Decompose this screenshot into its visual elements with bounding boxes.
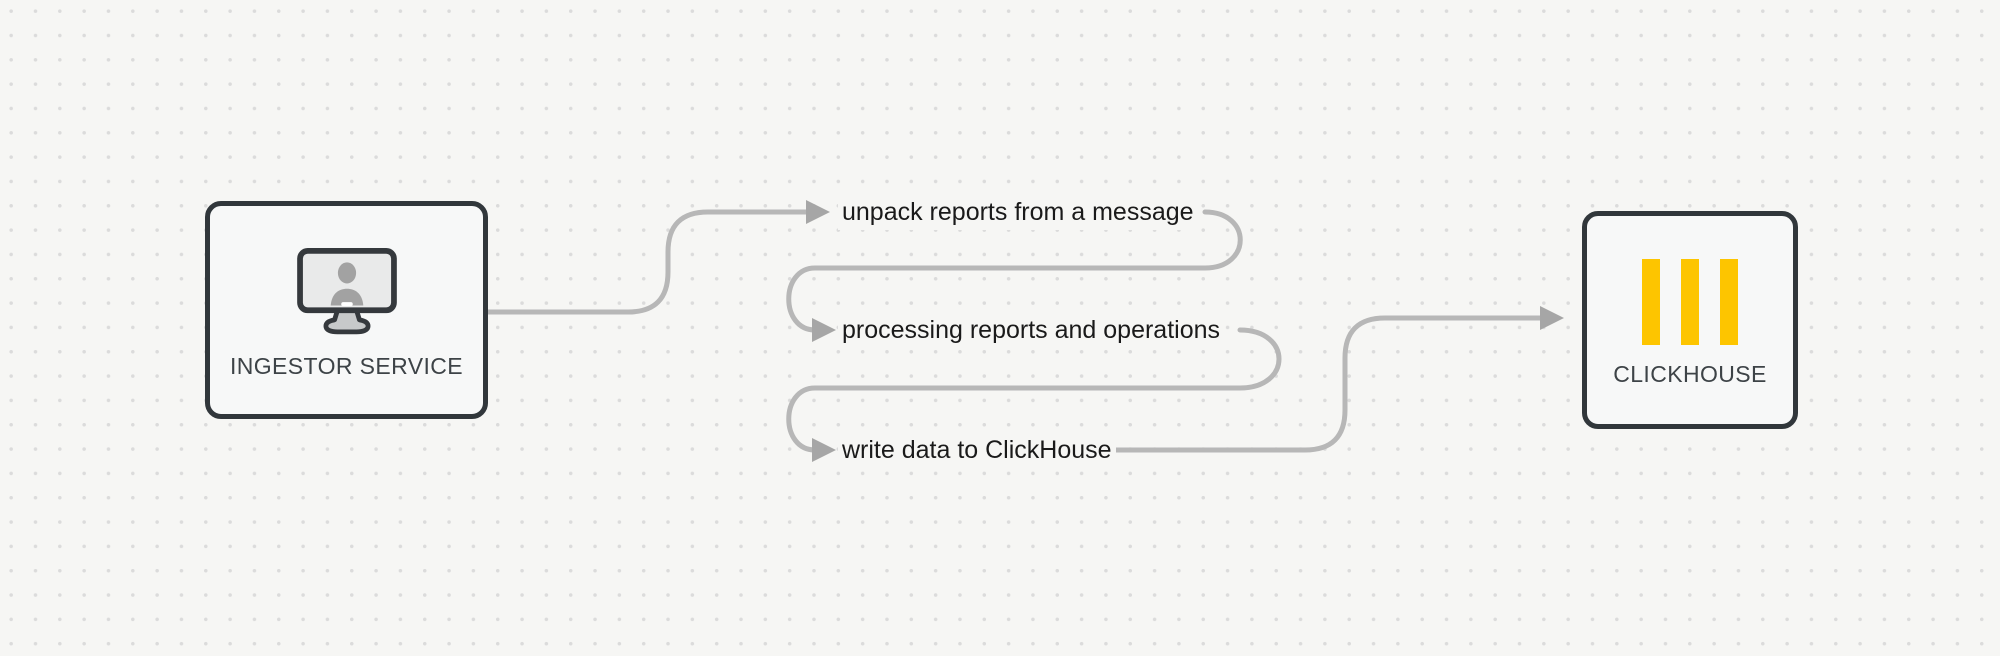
node-clickhouse[interactable]: CLICKHOUSE: [1582, 211, 1798, 429]
connector-step1-to-step2: [786, 209, 1243, 333]
node-label-clickhouse: CLICKHOUSE: [1613, 360, 1767, 387]
clickhouse-bar: [1720, 258, 1738, 345]
arrowhead-icon-step3: [812, 438, 836, 462]
node-label-ingestor: INGESTOR SERVICE: [229, 353, 464, 379]
clickhouse-bars-icon: [1642, 258, 1738, 345]
node-ingestor-service[interactable]: INGESTOR SERVICE: [205, 201, 488, 419]
monitor-user-icon: [296, 248, 397, 335]
arrowhead-icon-step1: [806, 200, 830, 224]
arrowhead-icon-step2: [812, 318, 836, 342]
connector-ingestor-to-step1: [482, 209, 809, 315]
clickhouse-bar: [1642, 258, 1660, 345]
step-label-processing-reports: processing reports and operations: [838, 312, 1225, 348]
clickhouse-bar: [1681, 258, 1699, 345]
step-label-unpack-reports: unpack reports from a message: [838, 194, 1198, 230]
arrowhead-icon-clickhouse: [1540, 306, 1564, 330]
connector-step2-to-step3: [786, 327, 1282, 453]
connector-step3-to-clickhouse: [1063, 315, 1543, 453]
step-label-write-data: write data to ClickHouse: [838, 432, 1116, 468]
